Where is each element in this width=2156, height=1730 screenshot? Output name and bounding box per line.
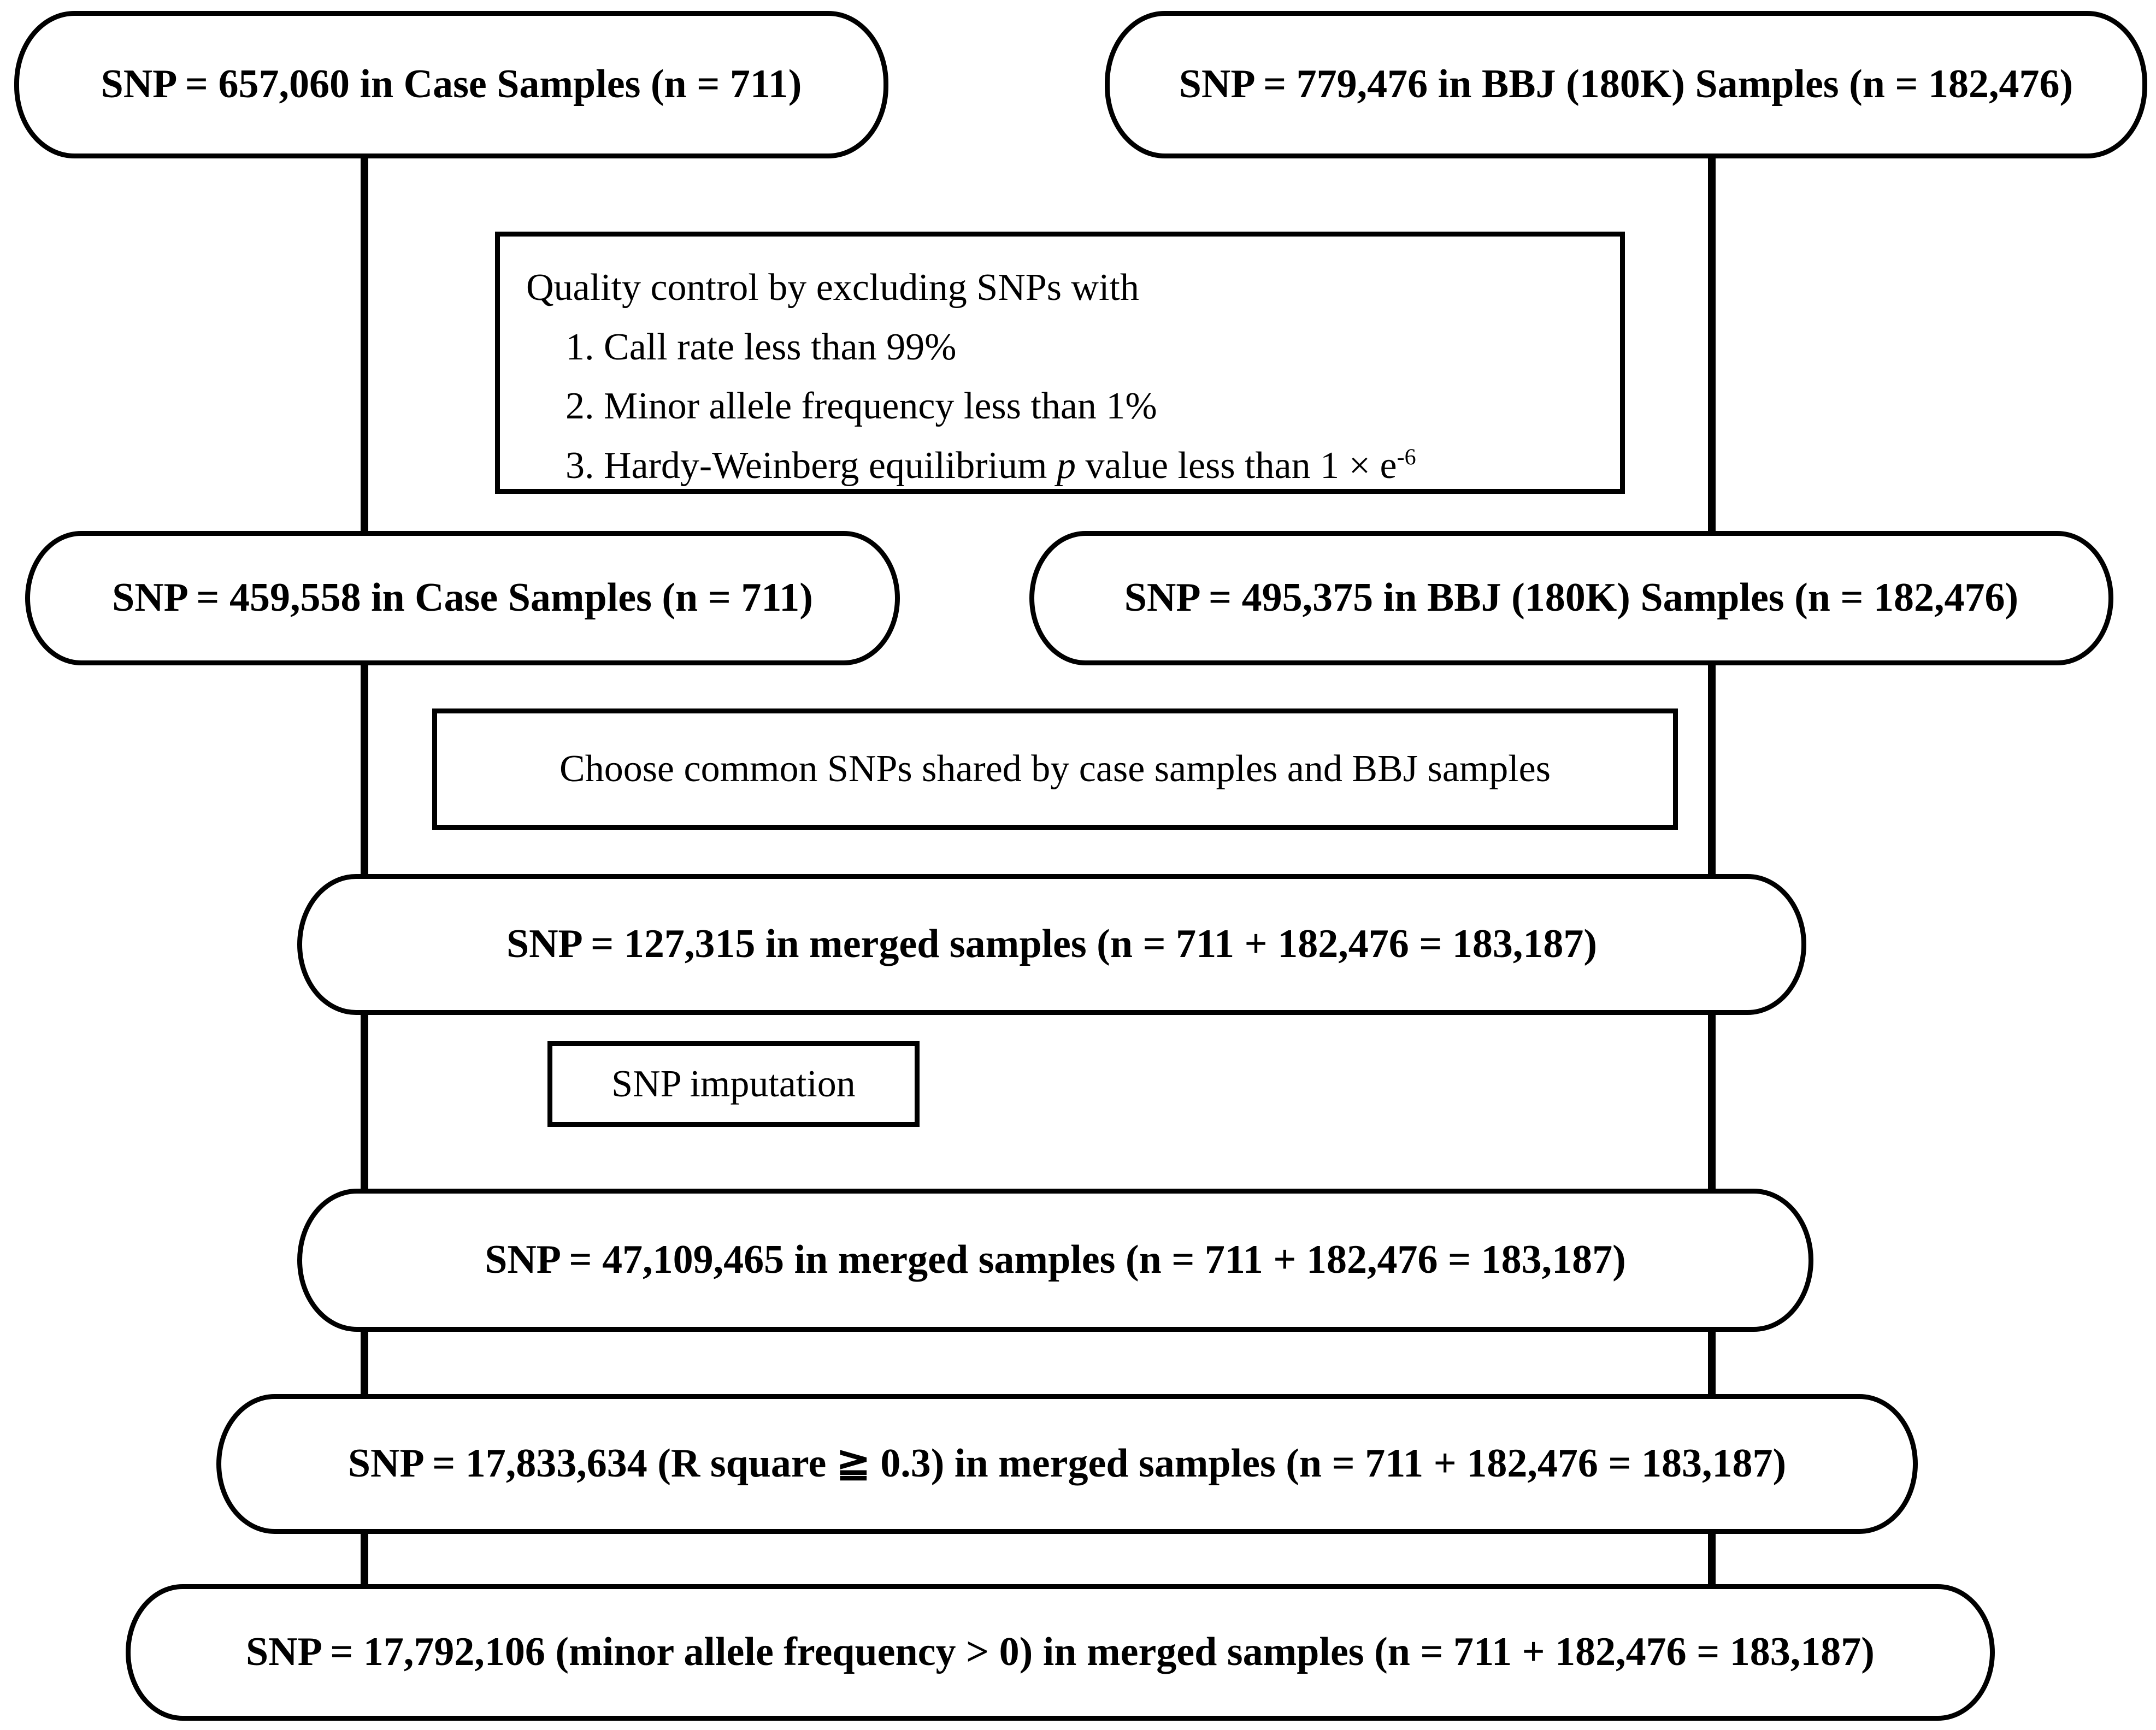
node-bbj-initial-label: SNP = 779,476 in BBJ (180K) Samples (n =… — [1179, 62, 2073, 107]
qc-item-hwe-middle: value less than 1 × e — [1075, 444, 1397, 487]
step-snp-imputation: SNP imputation — [547, 1041, 920, 1127]
qc-item-maf: 2. Minor allele frequency less than 1% — [565, 385, 1157, 427]
node-bbj-after-qc-label: SNP = 495,375 in BBJ (180K) Samples (n =… — [1124, 575, 2019, 621]
node-bbj-after-qc: SNP = 495,375 in BBJ (180K) Samples (n =… — [1029, 531, 2113, 665]
step-choose-common-snps: Choose common SNPs shared by case sample… — [432, 708, 1678, 830]
node-merged-rsquare-label: SNP = 17,833,634 (R square ≧ 0.3) in mer… — [347, 1441, 1787, 1486]
node-bbj-initial: SNP = 779,476 in BBJ (180K) Samples (n =… — [1105, 11, 2147, 158]
step-choose-common-snps-label: Choose common SNPs shared by case sample… — [559, 748, 1551, 790]
qc-item-hwe-exponent: -6 — [1397, 445, 1416, 470]
step-quality-control: Quality control by excluding SNPs with 1… — [495, 232, 1625, 494]
qc-title: Quality control by excluding SNPs with — [526, 267, 1139, 309]
step-snp-imputation-label: SNP imputation — [611, 1062, 856, 1105]
connector-case-line — [361, 82, 368, 1606]
qc-item-hwe-p: p — [1056, 444, 1076, 487]
node-merged-rsquare: SNP = 17,833,634 (R square ≧ 0.3) in mer… — [216, 1394, 1918, 1534]
node-merged-maf: SNP = 17,792,106 (minor allele frequency… — [126, 1584, 1995, 1721]
node-case-after-qc: SNP = 459,558 in Case Samples (n = 711) — [25, 531, 900, 665]
qc-item-hwe: 3. Hardy-Weinberg equilibrium p value le… — [565, 436, 1604, 496]
node-merged-imputed-label: SNP = 47,109,465 in merged samples (n = … — [485, 1237, 1626, 1283]
qc-item-hwe-prefix: 3. Hardy-Weinberg equilibrium — [565, 444, 1057, 487]
node-merged-common: SNP = 127,315 in merged samples (n = 711… — [297, 874, 1806, 1015]
node-merged-imputed: SNP = 47,109,465 in merged samples (n = … — [297, 1189, 1813, 1332]
connector-bbj-line — [1708, 82, 1716, 1606]
node-case-initial: SNP = 657,060 in Case Samples (n = 711) — [14, 11, 888, 158]
qc-item-call-rate: 1. Call rate less than 99% — [565, 326, 957, 368]
node-case-after-qc-label: SNP = 459,558 in Case Samples (n = 711) — [112, 575, 813, 621]
node-merged-maf-label: SNP = 17,792,106 (minor allele frequency… — [246, 1629, 1875, 1675]
node-case-initial-label: SNP = 657,060 in Case Samples (n = 711) — [101, 62, 802, 107]
node-merged-common-label: SNP = 127,315 in merged samples (n = 711… — [506, 922, 1598, 967]
